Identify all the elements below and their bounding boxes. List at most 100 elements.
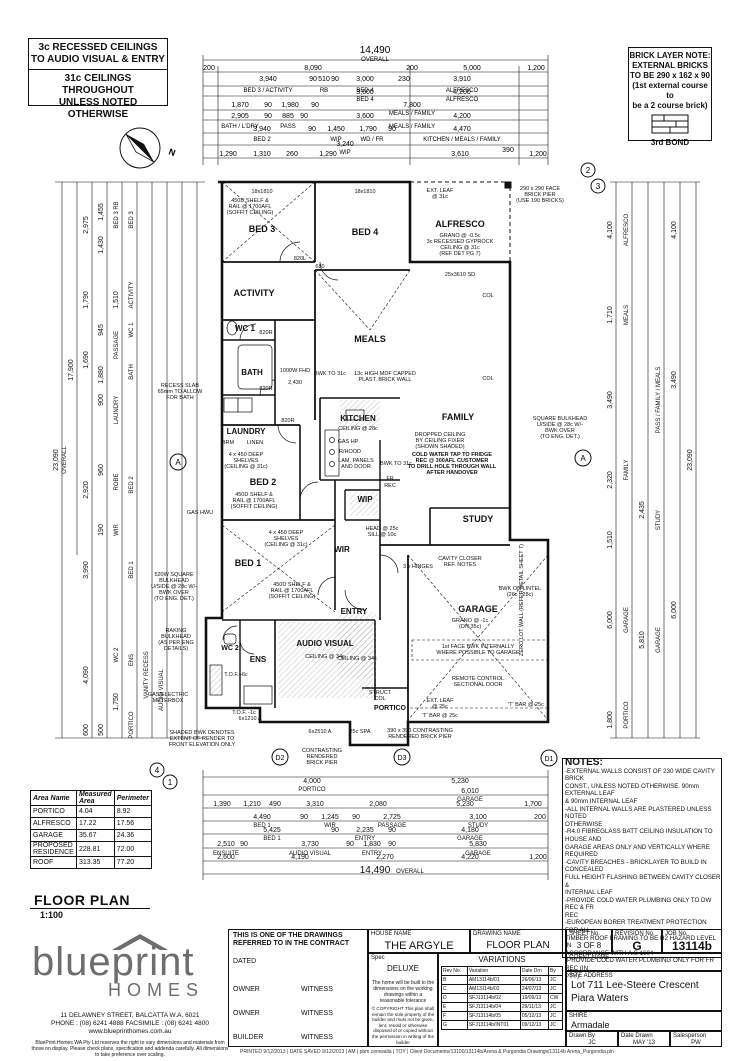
drawing-name: FLOOR PLAN: [486, 940, 550, 951]
svg-text:6,010: 6,010: [461, 788, 479, 795]
svg-text:1,430: 1,430: [98, 236, 105, 254]
svg-text:3: 3: [596, 182, 601, 191]
svg-text:6,000: 6,000: [607, 611, 614, 629]
salesperson-cell: Salesperson PW: [670, 1031, 722, 1047]
area-col-perimeter: Perimeter: [113, 790, 153, 806]
svg-text:(CEILING @ 31c): (CEILING @ 31c): [224, 464, 267, 470]
top-r6-2: 1,450: [327, 126, 345, 133]
svg-text:T.O.F. -1c: T.O.F. -1c: [232, 710, 256, 716]
svg-text:(ON 35c): (ON 35c): [459, 624, 481, 630]
svg-text:PORTICO: PORTICO: [129, 711, 135, 739]
brick-note-bond: 3rd BOND: [650, 138, 690, 147]
svg-text:T.O.F. -6c: T.O.F. -6c: [224, 672, 248, 678]
svg-text:1,200: 1,200: [529, 854, 547, 861]
svg-text:U/SIDE @ 28c W/-: U/SIDE @ 28c W/-: [537, 422, 583, 428]
svg-text:820R: 820R: [259, 386, 272, 392]
svg-text:2,080: 2,080: [369, 801, 387, 808]
svg-text:SHELVES: SHELVES: [274, 536, 299, 542]
svg-text:DETAILS): DETAILS): [164, 646, 189, 652]
svg-text:CEILING @ 28c: CEILING @ 28c: [338, 426, 378, 432]
top-r6-lbl2: WD / FR: [361, 137, 385, 143]
top-r5-1: 90: [264, 113, 272, 120]
svg-text:FOR BATH: FOR BATH: [166, 395, 193, 401]
svg-text:820R: 820R: [259, 330, 272, 336]
svg-text:450D SHELF &: 450D SHELF &: [231, 198, 269, 204]
svg-text:5,230: 5,230: [456, 801, 474, 808]
note-line: OTHERWISE: [565, 820, 603, 828]
area-col-name: Area Name: [30, 790, 77, 806]
svg-text:WHERE POSSIBLE TO GARAGE: WHERE POSSIBLE TO GARAGE: [436, 650, 520, 656]
grid-marker-d3: D3: [393, 748, 411, 766]
svg-text:5,810: 5,810: [639, 631, 646, 649]
svg-text:25x3610 SD: 25x3610 SD: [445, 272, 475, 278]
note-line: PTY): [565, 972, 580, 980]
svg-text:BRICK PIER: BRICK PIER: [306, 760, 337, 766]
svg-text:1,390: 1,390: [213, 801, 231, 808]
svg-text:WC 2: WC 2: [114, 647, 120, 663]
svg-text:4,100: 4,100: [607, 221, 614, 239]
svg-text:BRICK PIER: BRICK PIER: [524, 192, 555, 198]
svg-text:2,975: 2,975: [83, 216, 90, 234]
company-logo-word: blueprint: [32, 940, 195, 984]
svg-text:CEILING @ 34c: CEILING @ 34c: [305, 654, 345, 660]
svg-text:ENS: ENS: [129, 654, 135, 666]
svg-text:A: A: [175, 458, 181, 467]
grid-marker-3: 3: [590, 178, 606, 194]
svg-text:3,730: 3,730: [301, 841, 319, 848]
svg-text:450D SHELF &: 450D SHELF &: [273, 582, 311, 588]
svg-text:4 x 450 DEEP: 4 x 450 DEEP: [229, 452, 264, 458]
brick-bond-icon: [651, 114, 689, 134]
top-r2-3: 90: [331, 76, 339, 83]
room-bed3: BED 3: [249, 224, 276, 234]
svg-text:3c RECESSED GYPROCK: 3c RECESSED GYPROCK: [427, 239, 494, 245]
brick-note-l4: (1st external course to: [632, 81, 708, 100]
svg-text:FAMILY: FAMILY: [624, 460, 630, 481]
svg-text:BWK OVER: BWK OVER: [159, 590, 189, 596]
zero-lot-note: ZERO LOT WALL (REFER DETAIL SHEET 7): [519, 544, 525, 656]
ceiling-note-line4: UNLESS NOTED OTHERWISE: [58, 97, 138, 120]
top-r2-6: 3,910: [453, 76, 471, 83]
svg-text:2,600: 2,600: [217, 854, 235, 861]
svg-text:6x2510 A: 6x2510 A: [309, 729, 332, 735]
top-r4-3: 90: [311, 102, 319, 109]
svg-text:4,090: 4,090: [83, 666, 90, 684]
svg-text:GARAGE: GARAGE: [465, 851, 491, 857]
variations-cell: VARIATIONS Rev No. Variation Date Drn By…: [438, 953, 566, 1047]
top-r2-1: 90: [309, 76, 317, 83]
top-r2-5: 230: [398, 76, 410, 83]
company-logo-sub: HOMES: [108, 980, 205, 1000]
svg-text:5,830: 5,830: [469, 841, 487, 848]
top-r2-2: 510: [318, 76, 330, 83]
svg-text:(SOFFIT CEILING): (SOFFIT CEILING): [227, 210, 274, 216]
svg-text:GARAGE: GARAGE: [457, 836, 483, 842]
top-r4-0: 1,870: [231, 102, 249, 109]
grid-marker-a-right: A: [574, 449, 592, 467]
svg-text:SILL @ 10c: SILL @ 10c: [368, 532, 397, 538]
top-r5-4: 3,600: [356, 113, 374, 120]
top-overall-label: OVERALL: [361, 57, 389, 63]
room-bed4: BED 4: [352, 227, 379, 237]
svg-text:COL: COL: [482, 293, 493, 299]
bottom-overall-label: OVERALL: [396, 869, 424, 875]
house-name: THE ARGYLE: [384, 940, 454, 952]
svg-text:3,990: 3,990: [83, 561, 90, 579]
svg-text:945: 945: [98, 324, 105, 336]
svg-text:4,220: 4,220: [461, 854, 479, 861]
svg-text:4,000: 4,000: [303, 778, 321, 785]
drawn-by-cell: Drawn By JC: [566, 1031, 618, 1047]
top-r8-4: 3,610: [451, 151, 469, 158]
top-r7-lbl0: WIP: [339, 150, 350, 156]
svg-text:REMOTE CONTROL: REMOTE CONTROL: [452, 676, 504, 682]
ceiling-note-line2: TO AUDIO VISUAL & ENTRY: [31, 54, 165, 65]
svg-text:90: 90: [388, 841, 396, 848]
svg-text:2,920: 2,920: [83, 481, 90, 499]
svg-text:COL: COL: [482, 376, 493, 382]
brick-note-l3: TO BE 290 x 162 x 90: [630, 71, 710, 80]
svg-text:RECESS SLAB: RECESS SLAB: [161, 383, 200, 389]
top-r6-lbl1: WIP: [330, 137, 341, 143]
svg-text:5,425: 5,425: [263, 827, 281, 834]
note-line: -R4.0 FIBREGLASS BATT CEILING INSULATION…: [565, 828, 713, 843]
top-r2-lbl2: BED 4: [356, 88, 374, 94]
